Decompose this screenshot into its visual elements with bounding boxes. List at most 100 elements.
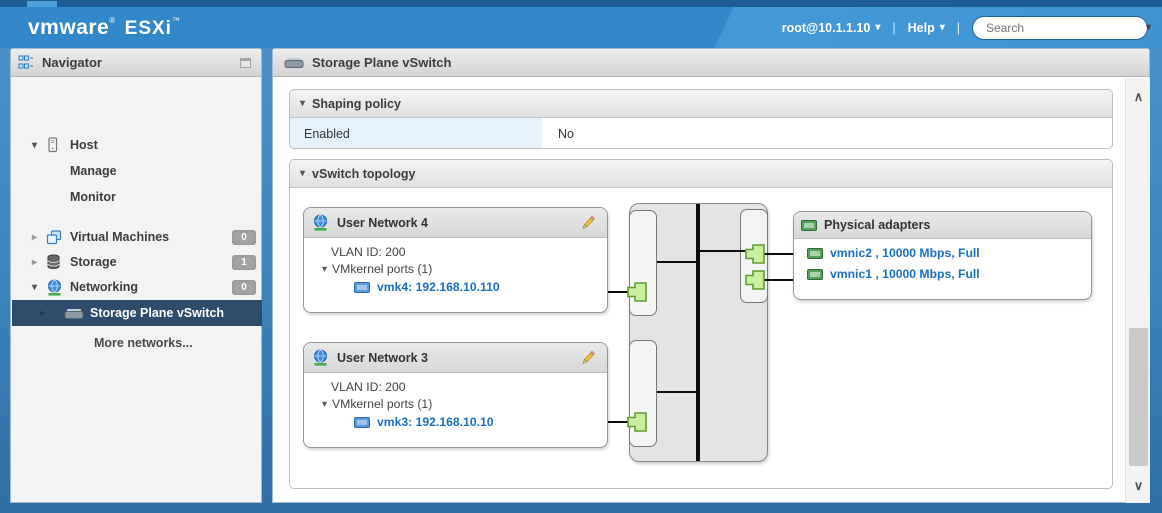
port-icon xyxy=(744,243,766,265)
port-icon xyxy=(626,411,648,433)
networking-globe-icon xyxy=(46,279,63,296)
section-title: Shaping policy xyxy=(312,97,401,111)
collapsed-arrow-icon[interactable] xyxy=(40,308,45,319)
vmk-nic-icon xyxy=(354,282,370,293)
host-icon xyxy=(46,137,59,153)
count-badge: 1 xyxy=(232,255,256,270)
popout-icon[interactable] xyxy=(240,58,251,68)
expand-arrow-icon xyxy=(322,264,327,275)
sidebar-item-storage-plane-vswitch[interactable]: Storage Plane vSwitch xyxy=(12,300,262,326)
network-globe-icon xyxy=(312,214,329,231)
shaping-policy-header[interactable]: Shaping policy xyxy=(290,90,1112,118)
edit-pencil-icon[interactable] xyxy=(579,349,597,367)
vmk-link[interactable]: vmk4: 192.168.10.110 xyxy=(377,280,500,294)
vmkernel-ports-toggle[interactable]: VMkernel ports (1) xyxy=(322,262,607,276)
vmkernel-ports-label: VMkernel ports (1) xyxy=(332,397,432,411)
navigator-header: Navigator xyxy=(11,49,261,77)
scroll-down-icon[interactable]: ∨ xyxy=(1126,475,1151,497)
vlan-id: VLAN ID: 200 xyxy=(331,380,607,394)
port-group-user-network-3: User Network 3 VLAN ID: 200 VMkernel xyxy=(303,342,608,448)
collapse-arrow-icon xyxy=(300,168,305,179)
connector-line xyxy=(608,291,628,293)
vswitch-icon xyxy=(64,307,84,320)
connector-line xyxy=(700,250,745,252)
physical-adapters-title: Physical adapters xyxy=(824,218,930,232)
sidebar-item-label: More networks... xyxy=(94,336,193,350)
storage-icon xyxy=(46,254,61,270)
sidebar-item-label: Networking xyxy=(70,280,138,294)
sidebar-item-label: Monitor xyxy=(70,190,116,204)
connector-line xyxy=(657,261,697,263)
chevron-down-icon xyxy=(940,22,945,33)
section-title: vSwitch topology xyxy=(312,167,415,181)
sidebar-item-more-networks[interactable]: More networks... xyxy=(12,331,262,355)
logo-vm: vm xyxy=(28,16,59,39)
vmkernel-ports-toggle[interactable]: VMkernel ports (1) xyxy=(322,397,607,411)
physical-adapter-row: vmnic1 , 10000 Mbps, Full xyxy=(807,267,1091,281)
sidebar-item-virtual-machines[interactable]: Virtual Machines 0 xyxy=(12,225,262,249)
vmnic-link[interactable]: vmnic2 , 10000 Mbps, Full xyxy=(830,246,980,260)
count-badge: 0 xyxy=(232,280,256,295)
collapse-arrow-icon xyxy=(300,98,305,109)
vmk-row: vmk4: 192.168.10.110 xyxy=(354,280,607,294)
vertical-scrollbar[interactable]: ∧ ∨ xyxy=(1125,78,1150,503)
physical-adapters-box: Physical adapters vmnic2 , 10000 Mbps, F… xyxy=(793,211,1092,300)
collapsed-arrow-icon[interactable] xyxy=(32,257,37,268)
sidebar-item-host[interactable]: Host xyxy=(12,133,262,157)
nic-icon xyxy=(807,269,823,280)
vswitch-trunk-line xyxy=(696,204,700,461)
search-input[interactable] xyxy=(986,21,1141,35)
vmnic-link[interactable]: vmnic1 , 10000 Mbps, Full xyxy=(830,267,980,281)
nic-icon xyxy=(807,248,823,259)
search-box[interactable] xyxy=(972,16,1148,40)
sidebar-item-manage[interactable]: Manage xyxy=(12,159,262,183)
physical-adapter-row: vmnic2 , 10000 Mbps, Full xyxy=(807,246,1091,260)
connector-line xyxy=(657,391,697,393)
expand-arrow-icon[interactable] xyxy=(32,282,37,293)
sidebar-item-storage[interactable]: Storage 1 xyxy=(12,250,262,274)
port-group-header: User Network 4 xyxy=(304,208,607,238)
search-dropdown-icon[interactable] xyxy=(1146,22,1151,33)
vlan-id: VLAN ID: 200 xyxy=(331,245,607,259)
logo-trademark: ™ xyxy=(172,16,181,25)
connector-line xyxy=(764,253,793,255)
sidebar-item-networking[interactable]: Networking 0 xyxy=(12,275,262,299)
sidebar-item-monitor[interactable]: Monitor xyxy=(12,185,262,209)
vswitch-icon xyxy=(284,56,304,69)
help-menu[interactable]: Help xyxy=(908,21,945,35)
logo-esxi: ESXi xyxy=(125,18,172,39)
header-separator: | xyxy=(892,21,895,35)
sidebar-item-label: Virtual Machines xyxy=(70,230,169,244)
port-group-name: User Network 3 xyxy=(337,351,428,365)
physical-adapters-header: Physical adapters xyxy=(794,212,1091,239)
count-badge: 0 xyxy=(232,230,256,245)
sidebar-item-label: Storage xyxy=(70,255,117,269)
navigator-tree-icon xyxy=(18,55,34,70)
vmk-link[interactable]: vmk3: 192.168.10.10 xyxy=(377,415,494,429)
connector-line xyxy=(764,279,793,281)
sidebar-item-label: Host xyxy=(70,138,98,152)
navigator-panel: Navigator Host Manage Monitor xyxy=(10,48,262,503)
edit-pencil-icon[interactable] xyxy=(579,214,597,232)
browser-edge-strip xyxy=(0,0,1162,7)
header-right-cluster: root@10.1.1.10 | Help | xyxy=(782,7,1148,48)
port-icon xyxy=(626,281,648,303)
vmk-nic-icon xyxy=(354,417,370,428)
virtual-machines-icon xyxy=(46,230,62,245)
vmkernel-ports-label: VMkernel ports (1) xyxy=(332,262,432,276)
scroll-up-icon[interactable]: ∧ xyxy=(1126,86,1151,108)
connector-line xyxy=(608,421,628,423)
page-title: Storage Plane vSwitch xyxy=(312,55,451,70)
sidebar-item-label: Storage Plane vSwitch xyxy=(90,306,224,320)
table-row: Enabled No xyxy=(290,118,1112,149)
collapsed-arrow-icon[interactable] xyxy=(32,232,37,243)
network-globe-icon xyxy=(312,349,329,366)
user-menu-label: root@10.1.1.10 xyxy=(782,21,871,35)
scrollbar-thumb[interactable] xyxy=(1129,328,1148,466)
user-menu[interactable]: root@10.1.1.10 xyxy=(782,21,881,35)
vswitch-topology-header[interactable]: vSwitch topology xyxy=(290,160,1112,188)
port-icon xyxy=(744,269,766,291)
port-group-body: VLAN ID: 200 VMkernel ports (1) vmk4: 19… xyxy=(304,238,607,294)
expand-arrow-icon[interactable] xyxy=(32,140,37,151)
